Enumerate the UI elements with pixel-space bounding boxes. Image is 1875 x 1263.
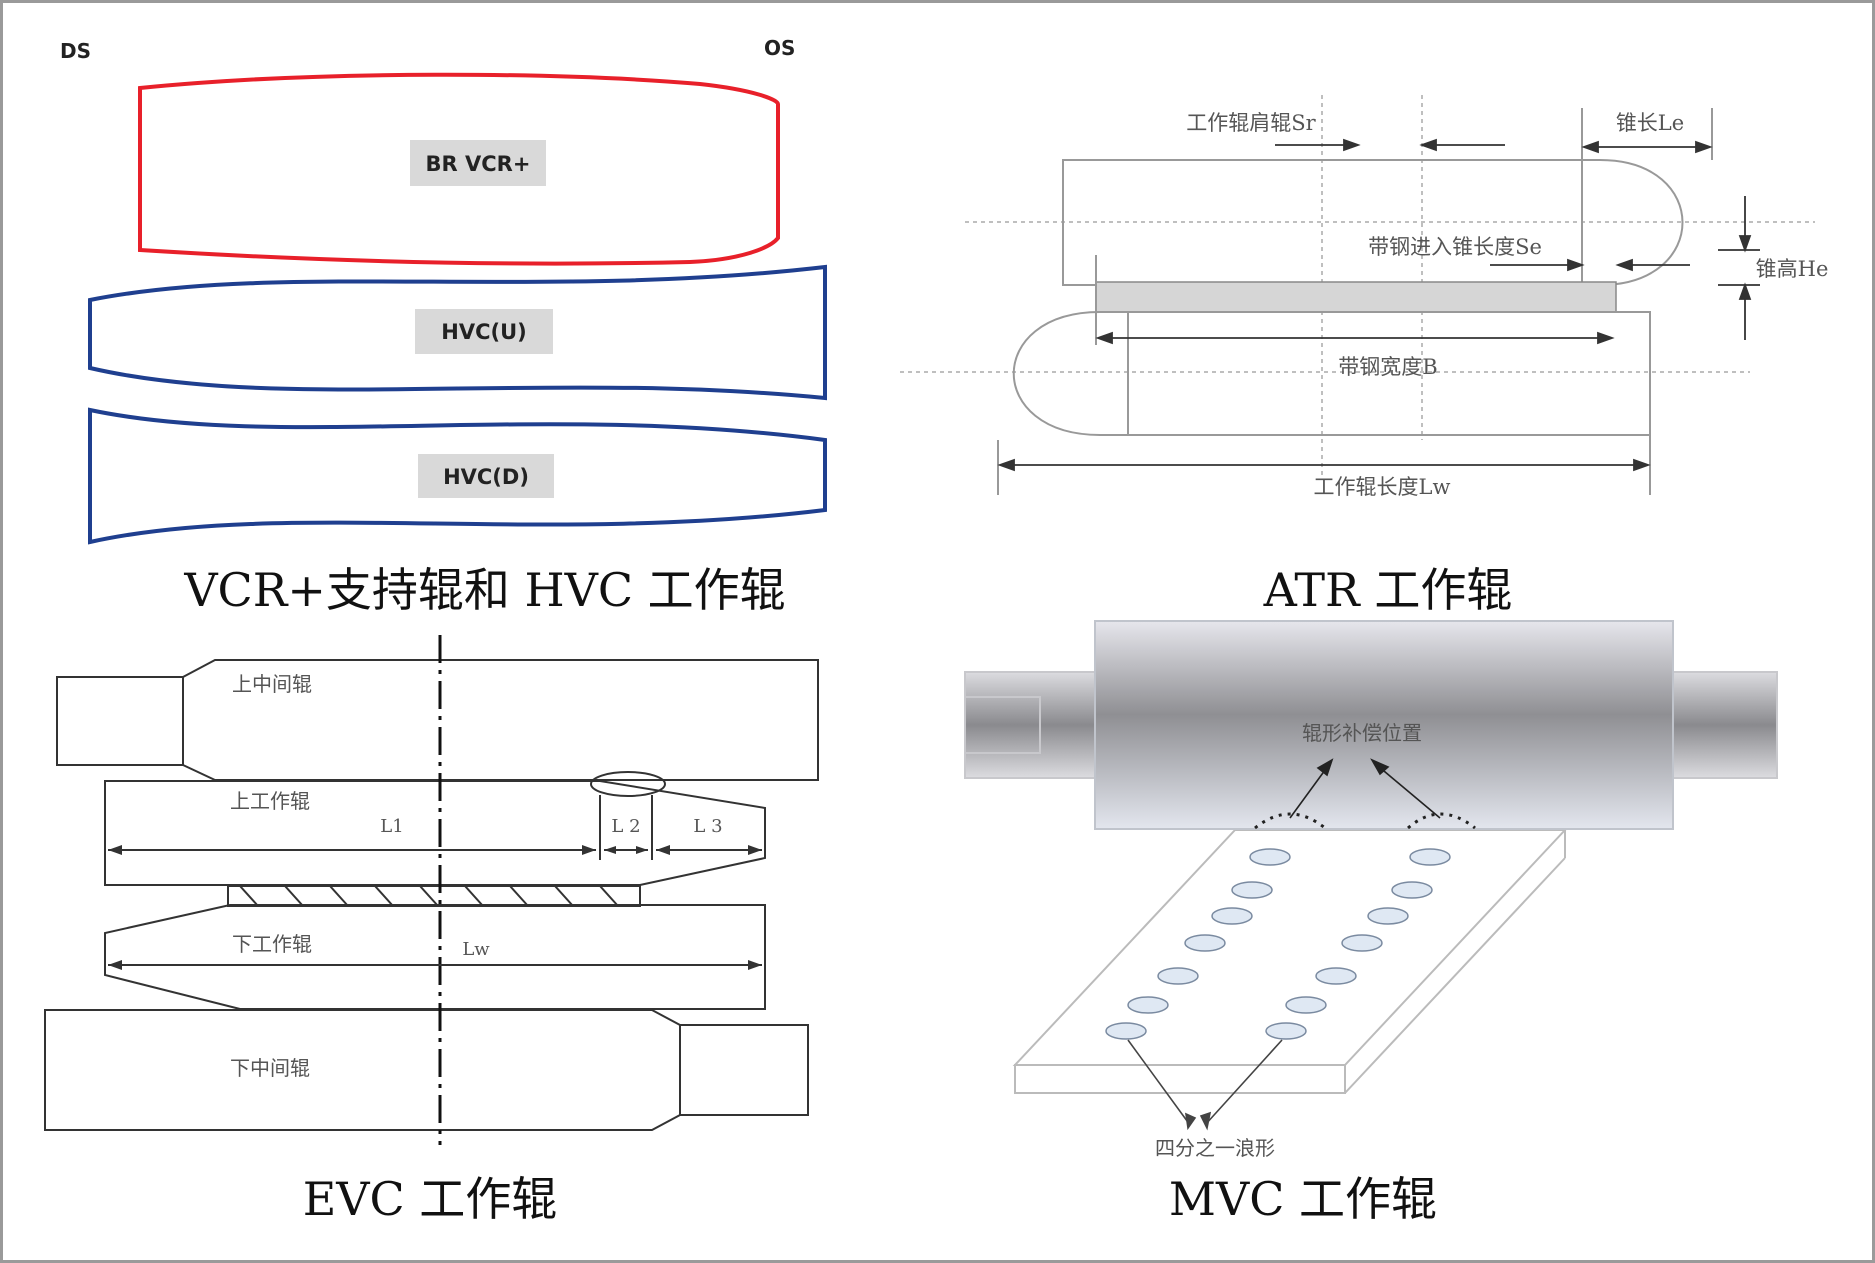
hvc-upper-roll-outline (88, 264, 827, 401)
mvc-compensation-dots-left (1254, 812, 1326, 830)
evc-lower-intermediate-neck (679, 1024, 809, 1116)
atr-strip-into-taper-label: 带钢进入锥长度Se (1368, 235, 1542, 259)
atr-strip-width-arrows (1095, 331, 1615, 345)
os-label: OS (764, 36, 795, 60)
mvc-left-neck-inner (964, 696, 1041, 754)
mvc-quarter-wave-label: 四分之一浪形 (1155, 1136, 1275, 1160)
mvc-compensation-dots-right (1407, 812, 1476, 830)
atr-roll-length-label: 工作辊长度Lw (1314, 475, 1451, 499)
atr-taper-height-label: 锥高He (1756, 257, 1829, 281)
atr-panel: 工作辊肩辊Sr 锥长Le 带钢进入锥长度Se 锥高He 带钢宽度B 工作辊长度L… (900, 95, 1828, 617)
evc-lower-dimensions (108, 960, 762, 970)
mvc-wave-ellipses-left (1105, 848, 1291, 1040)
mvc-wave-ellipses-right (1265, 848, 1451, 1040)
evc-lw-label: Lw (462, 939, 490, 960)
mvc-panel: 辊形补偿位置 四分之一浪形 MVC 工作辊 (964, 620, 1778, 1226)
mvc-quarter-wave-pointers (1127, 1039, 1283, 1131)
atr-caption: ATR 工作辊 (1263, 563, 1513, 617)
atr-taper-length-arrows (1581, 140, 1713, 154)
ds-label: DS (60, 39, 91, 63)
hvc-lower-label: HVC(D) (443, 465, 529, 489)
evc-upper-intermediate-roll (182, 659, 819, 781)
evc-strip-hatching (239, 885, 619, 907)
atr-taper-length-label: 锥长Le (1616, 111, 1684, 135)
evc-lower-work-label: 下工作辊 (232, 932, 312, 956)
evc-caption: EVC 工作辊 (303, 1172, 558, 1226)
evc-upper-intermediate-neck (56, 676, 184, 766)
mvc-caption: MVC 工作辊 (1169, 1172, 1437, 1226)
atr-strip-width-label: 带钢宽度B (1338, 355, 1437, 379)
evc-upper-work-label: 上工作辊 (230, 789, 310, 813)
evc-upper-dimensions (108, 845, 762, 855)
mvc-strip-plate-edge (1344, 857, 1566, 1094)
atr-lower-work-roll (1012, 311, 1651, 436)
atr-strip-into-taper-arrows (1490, 258, 1690, 272)
atr-shoulder-arrows (1275, 138, 1505, 152)
br-vcr-label: BR VCR+ (426, 152, 531, 176)
mvc-compensation-label: 辊形补偿位置 (1302, 721, 1422, 745)
evc-upper-intermediate-label: 上中间辊 (232, 672, 312, 696)
evc-l1-label: L1 (380, 816, 403, 837)
atr-shoulder-label: 工作辊肩辊Sr (1186, 111, 1316, 135)
atr-strip (1095, 281, 1617, 313)
hvc-upper-label-box (415, 309, 553, 354)
evc-l2-label: L 2 (611, 816, 640, 837)
vcr-hvc-panel: DS OS BR VCR+ HVC(U) HVC(D) VCR+支持辊和 HVC… (60, 36, 827, 617)
evc-l3-label: L 3 (693, 816, 722, 837)
mvc-compensation-arrows (1289, 758, 1441, 819)
vcr-hvc-caption: VCR+支持辊和 HVC 工作辊 (183, 563, 785, 617)
mvc-right-neck (1671, 671, 1778, 779)
hvc-lower-roll-outline (88, 407, 827, 545)
evc-l2-highlight (590, 771, 666, 797)
hvc-lower-label-box (418, 454, 554, 498)
atr-roll-length-arrows (997, 458, 1651, 472)
mvc-roll-body (1094, 620, 1674, 830)
br-vcr-roll-outline (138, 72, 780, 266)
hvc-upper-label: HVC(U) (441, 320, 527, 344)
evc-upper-work-roll (104, 780, 766, 886)
evc-lower-intermediate-label: 下中间辊 (230, 1056, 310, 1080)
evc-labels: 上中间辊 上工作辊 L1 L 2 L 3 下工作辊 Lw 下中间辊 EVC 工作… (230, 672, 723, 1226)
mvc-left-neck (964, 671, 1096, 779)
br-vcr-label-box (410, 140, 546, 186)
evc-panel (44, 635, 819, 1145)
atr-taper-height-arrows (1718, 196, 1760, 340)
